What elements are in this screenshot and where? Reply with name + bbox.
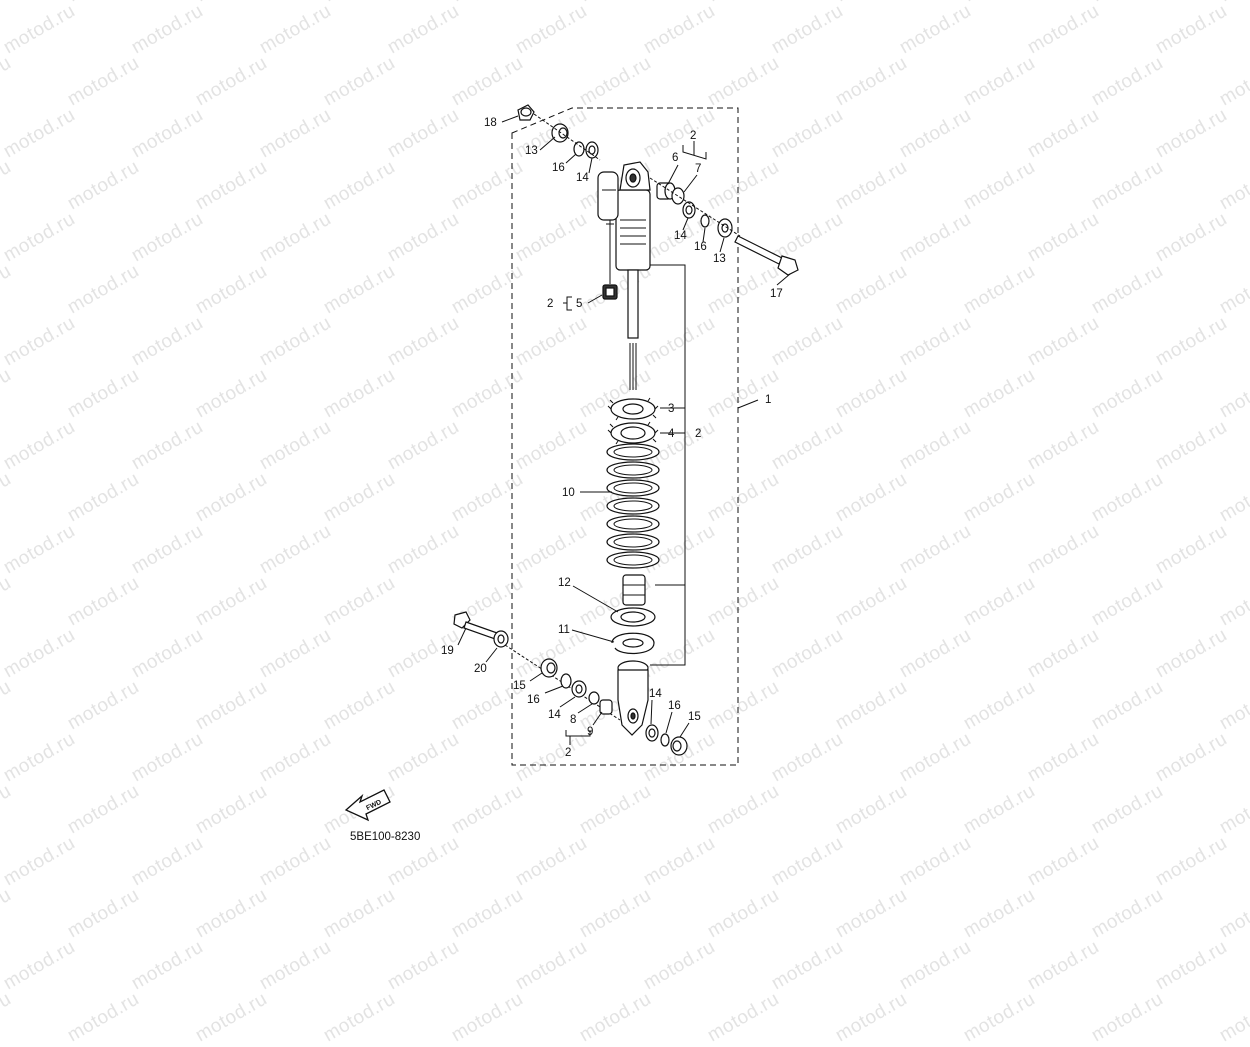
callout-16-lower-right: 16: [668, 700, 681, 712]
top-right-fasteners: [649, 177, 799, 276]
callout-3: 3: [668, 403, 674, 415]
assembly-boundary: [511, 107, 739, 766]
callout-labels: 18 13 16 14 2 6 7 14 16 13 17 2 5 1 3 4 …: [441, 117, 783, 759]
callout-16-left: 16: [527, 694, 540, 706]
callout-2-left: 2: [547, 298, 553, 310]
watermark-text: motod.ru: [0, 936, 79, 995]
callout-18: 18: [484, 117, 497, 129]
callout-17: 17: [770, 288, 783, 300]
watermark-text: motod.ru: [1216, 988, 1250, 1047]
callout-16-right: 16: [694, 241, 707, 253]
spring-coil: [606, 497, 660, 515]
watermark-text: motod.ru: [0, 988, 15, 1047]
callout-14-top: 14: [576, 172, 589, 184]
watermark-text: motod.ru: [320, 988, 399, 1047]
top-left-fasteners: [517, 104, 601, 161]
callout-20: 20: [474, 663, 487, 675]
watermark-text: motod.ru: [192, 988, 271, 1047]
watermark-text: motod.ru: [64, 988, 143, 1047]
watermark-text: motod.ru: [256, 936, 335, 995]
lower-fasteners: [453, 611, 688, 756]
callout-8: 8: [570, 714, 576, 726]
watermark-text: motod.ru: [384, 936, 463, 995]
spring-coil: [606, 479, 660, 497]
watermark-text: motod.ru: [1024, 936, 1103, 995]
watermark-text: motod.ru: [1152, 936, 1231, 995]
rear-shock-diagram: 18 13 16 14 2 6 7 14 16 13 17 2 5 1 3 4 …: [344, 104, 799, 843]
shock-upper-body: [615, 161, 651, 271]
spring-coil: [606, 515, 660, 533]
spring-coil-inner: [613, 482, 653, 494]
reservoir: [597, 171, 619, 284]
watermark-text: motod.ru: [512, 936, 591, 995]
watermark-text: motod.ru: [448, 988, 527, 1047]
callout-2-top: 2: [690, 130, 696, 142]
callout-14-bottom: 14: [548, 709, 561, 721]
fwd-arrow-icon: FWD: [344, 789, 391, 822]
spring-coil-inner: [613, 464, 653, 476]
watermark-text: motod.ru: [896, 936, 975, 995]
spring-coil: [606, 461, 660, 479]
diagram-code: 5BE100-8230: [350, 831, 420, 843]
callout-4: 4: [668, 428, 675, 440]
coil-spring: [606, 443, 660, 569]
shock-lower-body: [610, 574, 656, 736]
watermark-text: motod.ru: [576, 988, 655, 1047]
callout-10: 10: [562, 487, 575, 499]
spring-coil-inner: [613, 446, 653, 458]
callout-16-top: 16: [552, 162, 565, 174]
spring-coil: [606, 551, 660, 569]
callout-19: 19: [441, 645, 454, 657]
callout-14-right: 14: [674, 230, 687, 242]
callout-11: 11: [558, 624, 570, 636]
callout-6: 6: [672, 152, 678, 164]
spring-adjuster-rings: [607, 397, 659, 445]
spring-coil-inner: [613, 554, 653, 566]
callout-12: 12: [558, 577, 571, 589]
spring-coil-inner: [613, 536, 653, 548]
watermark-text: motod.ru: [704, 988, 783, 1047]
callout-15-left: 15: [513, 680, 526, 692]
watermark-text: motod.ru: [640, 936, 719, 995]
piston-rod: [627, 269, 639, 390]
spring-coil: [606, 533, 660, 551]
watermark-text: motod.ru: [1088, 988, 1167, 1047]
watermark-text: motod.ru: [768, 936, 847, 995]
callout-15-right: 15: [688, 711, 701, 723]
spring-coil: [606, 443, 660, 461]
callout-5: 5: [576, 298, 582, 310]
spring-coil-inner: [613, 500, 653, 512]
callout-2-bottom: 2: [565, 747, 571, 759]
leader-lines: [457, 115, 791, 745]
watermark-text: motod.ru: [128, 936, 207, 995]
callout-2-mid: 2: [695, 428, 701, 440]
callout-13-right: 13: [713, 253, 726, 265]
callout-14-lower-right: 14: [649, 688, 662, 700]
adjuster-part-5: [602, 284, 618, 300]
callout-7: 7: [695, 163, 701, 175]
watermark-text: motod.ru: [960, 988, 1039, 1047]
callout-1: 1: [765, 394, 771, 406]
watermark-text: motod.ru: [832, 988, 911, 1047]
callout-9: 9: [587, 726, 593, 738]
callout-13-top: 13: [525, 145, 538, 157]
spring-coil-inner: [613, 518, 653, 530]
